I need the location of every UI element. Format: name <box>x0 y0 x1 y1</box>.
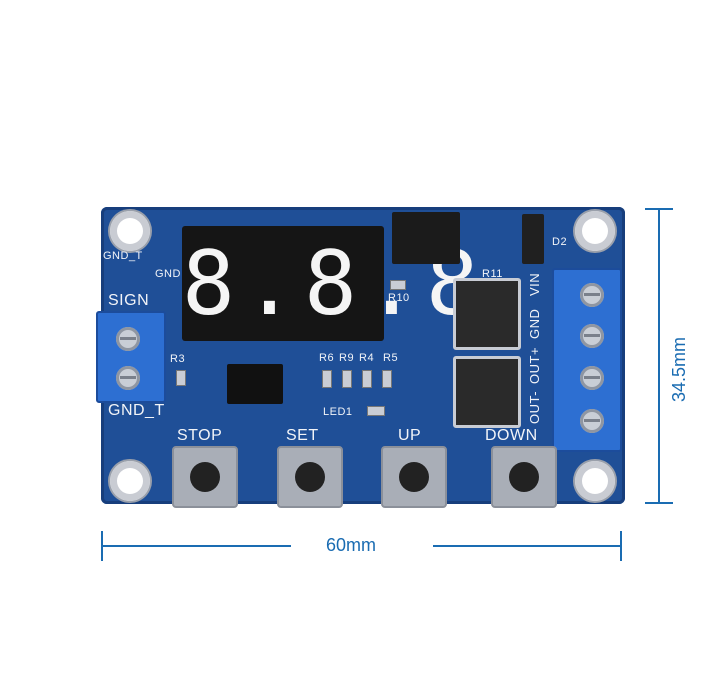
right-terminal-screw-3 <box>580 366 604 390</box>
down-button <box>491 446 557 508</box>
resistor-r9 <box>342 370 352 388</box>
right-terminal-screw-1 <box>580 283 604 307</box>
stop-button-cap <box>190 462 220 492</box>
width-tick-left <box>101 531 103 561</box>
label-down: DOWN <box>485 427 538 444</box>
label-out-plus: OUT+ <box>527 346 542 384</box>
set-button-cap <box>295 462 325 492</box>
label-d2: D2 <box>552 236 568 248</box>
left-terminal-screw-2 <box>116 366 140 390</box>
label-r11: R11 <box>482 268 503 280</box>
display-digits: 8.8.8. <box>182 232 548 335</box>
stop-button <box>172 446 238 508</box>
voltage-regulator <box>392 212 460 264</box>
height-dimension-label: 34.5mm <box>669 336 689 402</box>
left-terminal-screw-1 <box>116 327 140 351</box>
resistor-r5 <box>382 370 392 388</box>
label-led1: LED1 <box>323 406 353 418</box>
label-r9: R9 <box>339 352 355 364</box>
resistor-r6 <box>322 370 332 388</box>
width-tick-right <box>620 531 622 561</box>
seven-segment-display: 8.8.8. <box>182 226 548 341</box>
height-tick-top <box>645 208 673 210</box>
label-gnd-small: GND <box>155 268 181 280</box>
optocoupler-chip <box>227 364 283 404</box>
label-out-minus: OUT- <box>527 390 542 424</box>
label-gnd-right: GND <box>527 308 542 339</box>
width-dimension-line-right <box>433 545 622 547</box>
resistor-r10 <box>390 280 406 290</box>
label-r6: R6 <box>319 352 335 364</box>
label-r3: R3 <box>170 353 186 365</box>
mounting-hole-bottom-left <box>110 461 150 501</box>
set-button <box>277 446 343 508</box>
label-set: SET <box>286 427 319 444</box>
label-sign: SIGN <box>108 292 150 309</box>
down-button-cap <box>509 462 539 492</box>
label-r5: R5 <box>383 352 399 364</box>
up-button-cap <box>399 462 429 492</box>
label-stop: STOP <box>177 427 223 444</box>
right-terminal-screw-4 <box>580 409 604 433</box>
width-dimension-line-left <box>101 545 291 547</box>
resistor-r4 <box>362 370 372 388</box>
label-up: UP <box>398 427 422 444</box>
label-r4: R4 <box>359 352 375 364</box>
label-gnd-t-bottom: GND_T <box>108 402 165 419</box>
height-tick-bottom <box>645 502 673 504</box>
led1 <box>367 406 385 416</box>
right-terminal-screw-2 <box>580 324 604 348</box>
mosfet-upper <box>453 278 521 350</box>
label-r10: R10 <box>388 292 410 304</box>
mounting-hole-top-right <box>575 211 615 251</box>
resistor-r3 <box>176 370 186 386</box>
label-gnd-t-top: GND_T <box>103 250 143 262</box>
height-dimension-line <box>658 208 660 504</box>
width-dimension-label: 60mm <box>326 535 377 555</box>
mounting-hole-top-left <box>110 211 150 251</box>
label-vin: VIN <box>527 272 542 296</box>
up-button <box>381 446 447 508</box>
diode-d2 <box>522 214 544 264</box>
mounting-hole-bottom-right <box>575 461 615 501</box>
mosfet-lower <box>453 356 521 428</box>
